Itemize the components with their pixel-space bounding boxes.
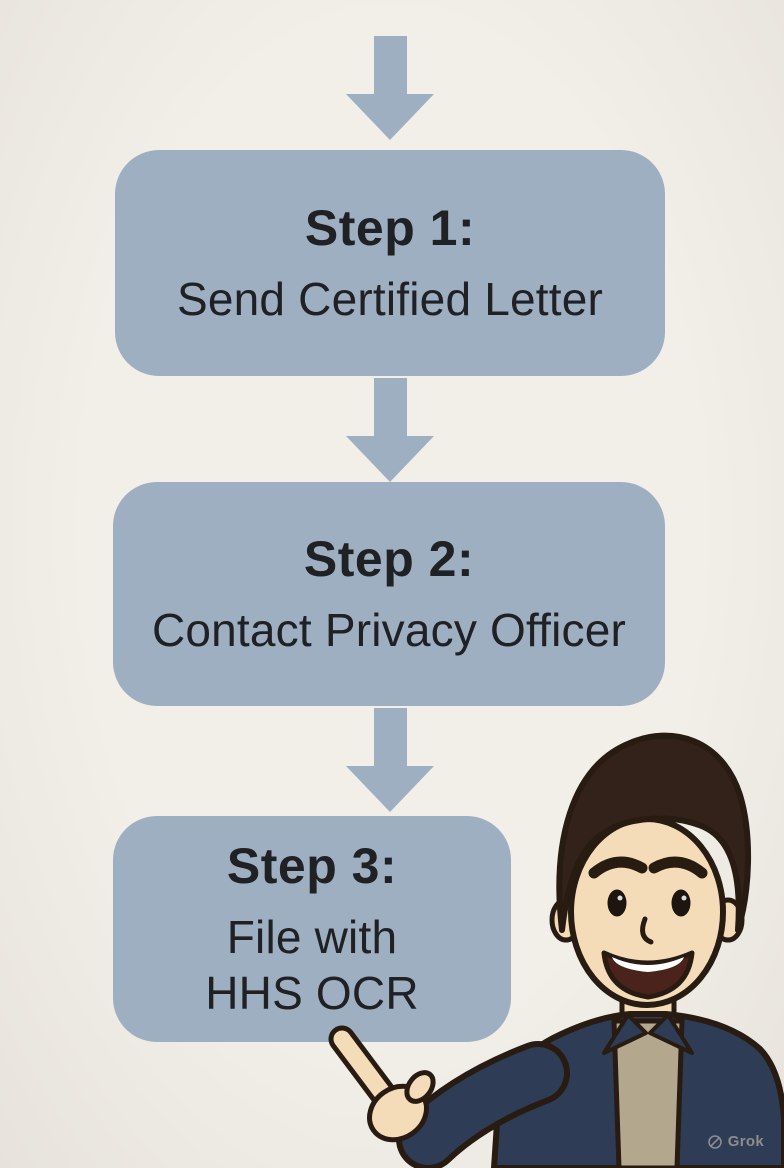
thumb: [404, 1070, 436, 1104]
step-1-line: Send Certified Letter: [176, 272, 604, 325]
step-1-box: Step 1: Send Certified Letter: [115, 150, 665, 376]
arrow-shaft: [373, 708, 407, 766]
step-2-title: Step 2:: [303, 530, 475, 587]
pointing-arm: [328, 1025, 570, 1168]
flow-arrow-down-1-icon: [346, 36, 434, 140]
step-2-box: Step 2: Contact Privacy Officer: [113, 482, 665, 706]
left-eye-highlight: [617, 895, 623, 901]
man-pointing-illustration: [328, 732, 784, 1168]
right-eyebrow: [648, 856, 708, 879]
flow-arrow-down-3-icon: [346, 708, 434, 812]
step-1-description: Send Certified Letter: [177, 271, 603, 327]
step-2-line: Contact Privacy Officer: [151, 603, 627, 656]
step-3-box: Step 3: File with HHS OCR: [113, 816, 511, 1042]
hair: [556, 732, 751, 933]
arrow-head: [346, 436, 434, 482]
head: [549, 732, 751, 1034]
left-eye: [607, 889, 627, 917]
left-eyebrow: [588, 856, 648, 879]
flow-arrow-down-2-icon: [346, 378, 434, 482]
step-2-description: Contact Privacy Officer: [152, 602, 626, 658]
step-3-line-1: File with: [226, 910, 398, 963]
sleeve: [402, 1047, 564, 1165]
arrow-head: [346, 766, 434, 812]
step-1-title: Step 1:: [304, 199, 476, 256]
grok-watermark: Grok: [707, 1133, 764, 1150]
arrow-head: [346, 94, 434, 140]
step-3-description: File with HHS OCR: [205, 909, 419, 1021]
right-eye-highlight: [681, 895, 687, 901]
teeth: [612, 957, 684, 972]
grok-logo-icon: [707, 1134, 722, 1149]
right-collar: [648, 1013, 694, 1055]
step-3-line-2: HHS OCR: [205, 967, 419, 1019]
watermark-label: Grok: [727, 1133, 764, 1150]
arrow-shaft: [373, 378, 407, 436]
right-eye: [671, 889, 691, 917]
left-collar: [602, 1013, 648, 1055]
arrow-shaft: [373, 36, 407, 94]
nose: [640, 916, 654, 945]
step-3-title: Step 3:: [226, 837, 398, 894]
